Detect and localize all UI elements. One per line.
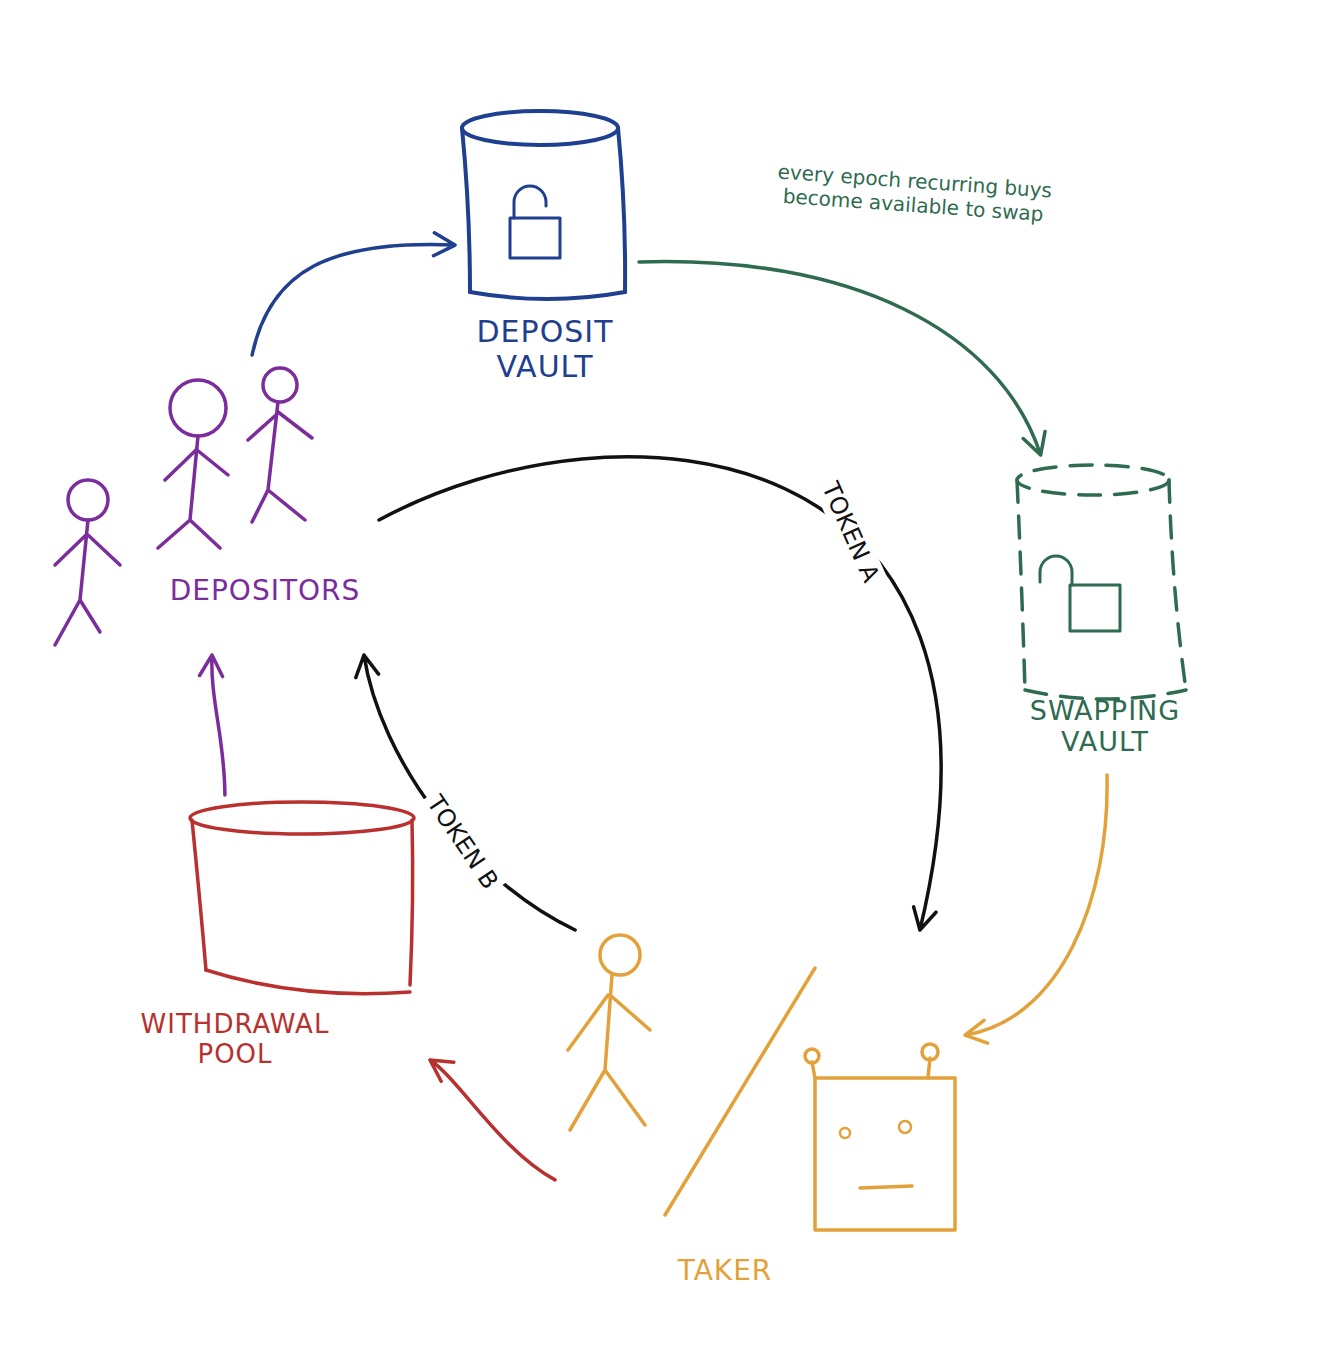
flow-arrow	[430, 1060, 555, 1180]
deposit-vault-cylinder	[462, 111, 625, 299]
edge-label: TOKEN B	[417, 786, 507, 898]
actor-node: TAKER	[555, 930, 965, 1315]
pool-node: WITHDRAWAL POOL	[110, 795, 430, 1085]
flow-arrow	[200, 655, 225, 795]
vault-node: SWAPPING VAULT	[1010, 455, 1204, 775]
node-label: DEPOSIT VAULT	[455, 315, 635, 384]
edge-label: TOKEN A	[813, 473, 888, 590]
group-node: DEPOSITORS	[45, 355, 379, 655]
flow-arrow	[965, 775, 1107, 1043]
node-label: SWAPPING VAULT	[1010, 695, 1200, 757]
flow-arrow	[356, 655, 575, 930]
open-lock	[1040, 556, 1120, 631]
swapping-vault-cylinder	[1017, 465, 1186, 699]
taker-figures	[568, 935, 955, 1230]
flow-arrow	[252, 233, 455, 355]
withdrawal-pool-cylinder	[190, 802, 414, 994]
node-label: WITHDRAWAL POOL	[110, 1010, 360, 1070]
edge-label: every epoch recurring buys become availa…	[769, 158, 1060, 228]
vault-node: DEPOSIT VAULT	[455, 105, 639, 405]
node-label: DEPOSITORS	[155, 575, 375, 607]
flow-arrow	[379, 457, 941, 930]
node-label: TAKER	[655, 1255, 795, 1287]
flow-arrow	[639, 261, 1045, 455]
